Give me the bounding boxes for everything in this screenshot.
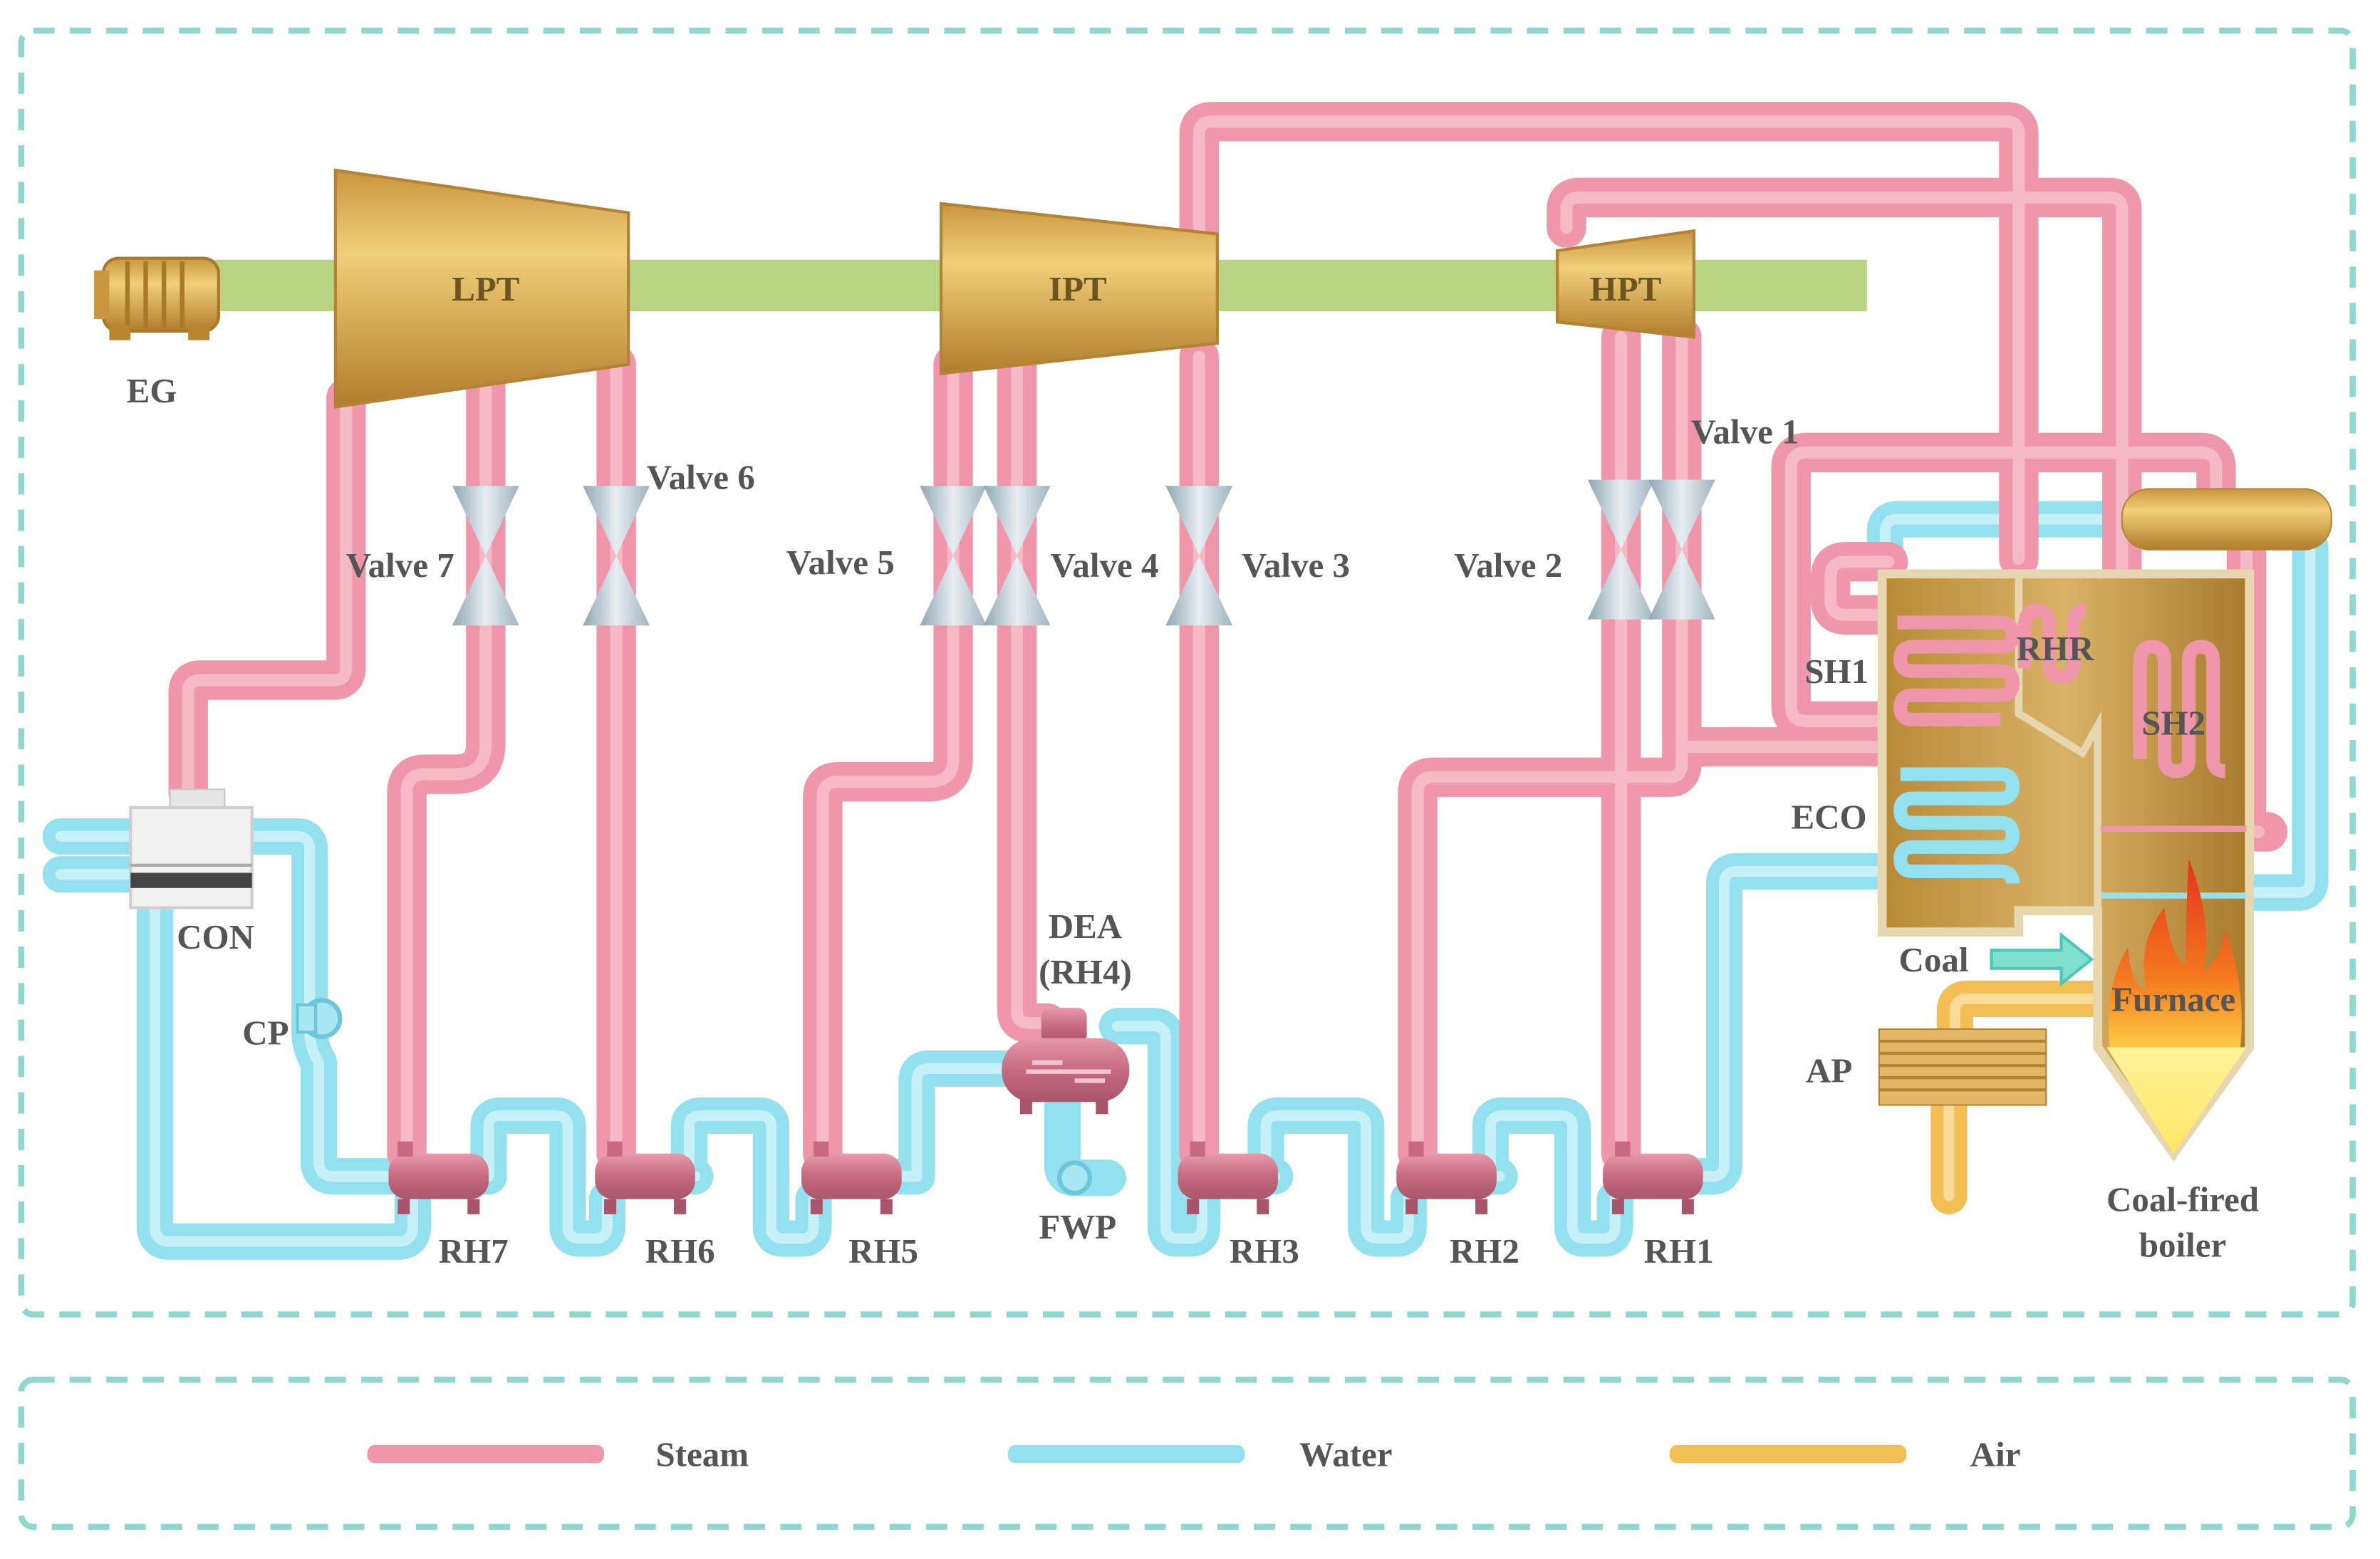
con-label: CON: [177, 917, 254, 956]
rh3-label: RH3: [1230, 1231, 1299, 1271]
legend-label-steam: Steam: [655, 1435, 749, 1474]
ipt-label: IPT: [1049, 269, 1107, 308]
cp-label: CP: [242, 1013, 289, 1052]
coal-label: Coal: [1899, 940, 1969, 979]
heater-rh7: [388, 1141, 489, 1214]
hpt-turbine: [1556, 229, 1696, 339]
diagram-frame: [18, 27, 2356, 1318]
rhr-label: RHR: [2017, 629, 2095, 668]
legend-item-steam: Steam: [367, 1435, 749, 1474]
fwp-label: FWP: [1039, 1207, 1116, 1246]
eco-label: ECO: [1791, 798, 1866, 837]
heater-rh3: [1178, 1141, 1279, 1214]
feedwater-pump: [1057, 1160, 1093, 1196]
valve-7-icon: [452, 486, 519, 626]
valve-4-label: Valve 4: [1050, 546, 1158, 585]
legend-item-water: Water: [1007, 1435, 1393, 1474]
flame-icon: [2109, 859, 2242, 1060]
legend-frame: [18, 1376, 2356, 1531]
heater-rh1: [1603, 1141, 1703, 1214]
sh1-label: SH1: [1804, 652, 1869, 691]
legend-label-water: Water: [1299, 1435, 1393, 1474]
legend-label-air: Air: [1970, 1435, 2021, 1474]
rh1-label: RH1: [1644, 1231, 1714, 1271]
dea-label: DEA: [1049, 907, 1123, 946]
legend-swatch-air: [1669, 1444, 1907, 1464]
electric-generator: [94, 256, 220, 340]
boiler-title-line1: Coal-fired: [2106, 1180, 2259, 1219]
valve-6-label: Valve 6: [647, 457, 755, 496]
condenser: [129, 788, 254, 909]
coal-arrow-icon: [1990, 932, 2094, 987]
lpt-label: LPT: [452, 269, 519, 308]
rh6-label: RH6: [645, 1231, 715, 1271]
heater-rh5: [801, 1141, 902, 1214]
valves: [452, 479, 1715, 626]
air-pipes: [1930, 980, 2129, 1214]
hpt-label: HPT: [1590, 269, 1662, 308]
valve-3-label: Valve 3: [1242, 546, 1350, 585]
valve-4-icon: [983, 486, 1051, 626]
boiler-drum: [2121, 488, 2332, 551]
dea-rh4-label: (RH4): [1039, 952, 1132, 991]
rh5-label: RH5: [848, 1231, 918, 1271]
heaters: [388, 1141, 1703, 1214]
heater-rh6: [595, 1141, 695, 1214]
legend: Steam Water Air: [367, 1435, 2021, 1474]
furnace-label: Furnace: [2111, 979, 2235, 1018]
heater-rh2: [1396, 1141, 1497, 1214]
sh2-label: SH2: [2141, 704, 2205, 743]
valve-3-icon: [1165, 486, 1233, 626]
ipt-turbine: [939, 202, 1219, 375]
lpt-turbine: [333, 168, 630, 409]
valve-2-icon: [1587, 479, 1655, 620]
legend-swatch-water: [1007, 1444, 1245, 1464]
ap-label: AP: [1806, 1051, 1852, 1090]
valve-2-label: Valve 2: [1454, 546, 1562, 585]
condensate-pump: [296, 998, 343, 1039]
valve-1-label: Valve 1: [1691, 412, 1799, 452]
rh2-label: RH2: [1450, 1231, 1519, 1271]
valve-5-label: Valve 5: [786, 543, 895, 582]
valve-7-label: Valve 7: [346, 546, 454, 585]
coal-fired-boiler: [1877, 488, 2332, 1162]
deaerator: [1002, 1008, 1130, 1115]
eg-label: EG: [127, 371, 177, 410]
legend-item-air: Air: [1669, 1435, 2021, 1474]
air-preheater: [1878, 1028, 2047, 1106]
boiler-title-line2: boiler: [2139, 1226, 2226, 1265]
legend-swatch-steam: [367, 1444, 605, 1464]
rh7-label: RH7: [439, 1231, 509, 1271]
